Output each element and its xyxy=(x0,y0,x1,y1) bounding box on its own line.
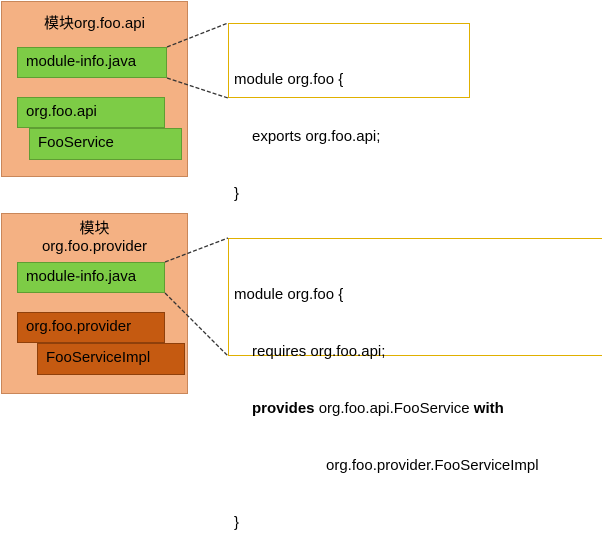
module-provider-title-line2: org.foo.provider xyxy=(41,238,148,255)
code-api-line1: module org.foo { xyxy=(234,71,344,88)
code-provider-line5: } xyxy=(234,514,240,531)
code-api-line3: } xyxy=(234,185,240,202)
code-provider-line1: module org.foo { xyxy=(234,286,344,303)
module-api-service-box: FooService xyxy=(29,128,182,160)
code-provider-line2: requires org.foo.api; xyxy=(252,343,386,360)
code-provider-line4: org.foo.provider.FooServiceImpl xyxy=(326,457,539,474)
module-provider-package-box: org.foo.provider xyxy=(17,312,165,343)
code-box-api: module org.foo { exports org.foo.api; } xyxy=(228,23,470,202)
module-provider-module-info-box: module-info.java xyxy=(17,262,165,293)
module-api-title: 模块org.foo.api xyxy=(44,15,145,32)
code-api-line2: exports org.foo.api; xyxy=(252,128,381,145)
connector-lines xyxy=(164,22,229,357)
module-api-module-info-box: module-info.java xyxy=(17,47,167,78)
module-api-package-box: org.foo.api xyxy=(17,97,165,128)
connector-provider-bottom xyxy=(164,292,229,357)
connector-provider-top xyxy=(164,237,229,263)
module-provider-impl-box: FooServiceImpl xyxy=(37,343,185,375)
module-provider-title-line1: 模块 xyxy=(79,220,110,237)
connector-api-bottom xyxy=(166,77,229,99)
connector-api-top xyxy=(166,22,229,48)
